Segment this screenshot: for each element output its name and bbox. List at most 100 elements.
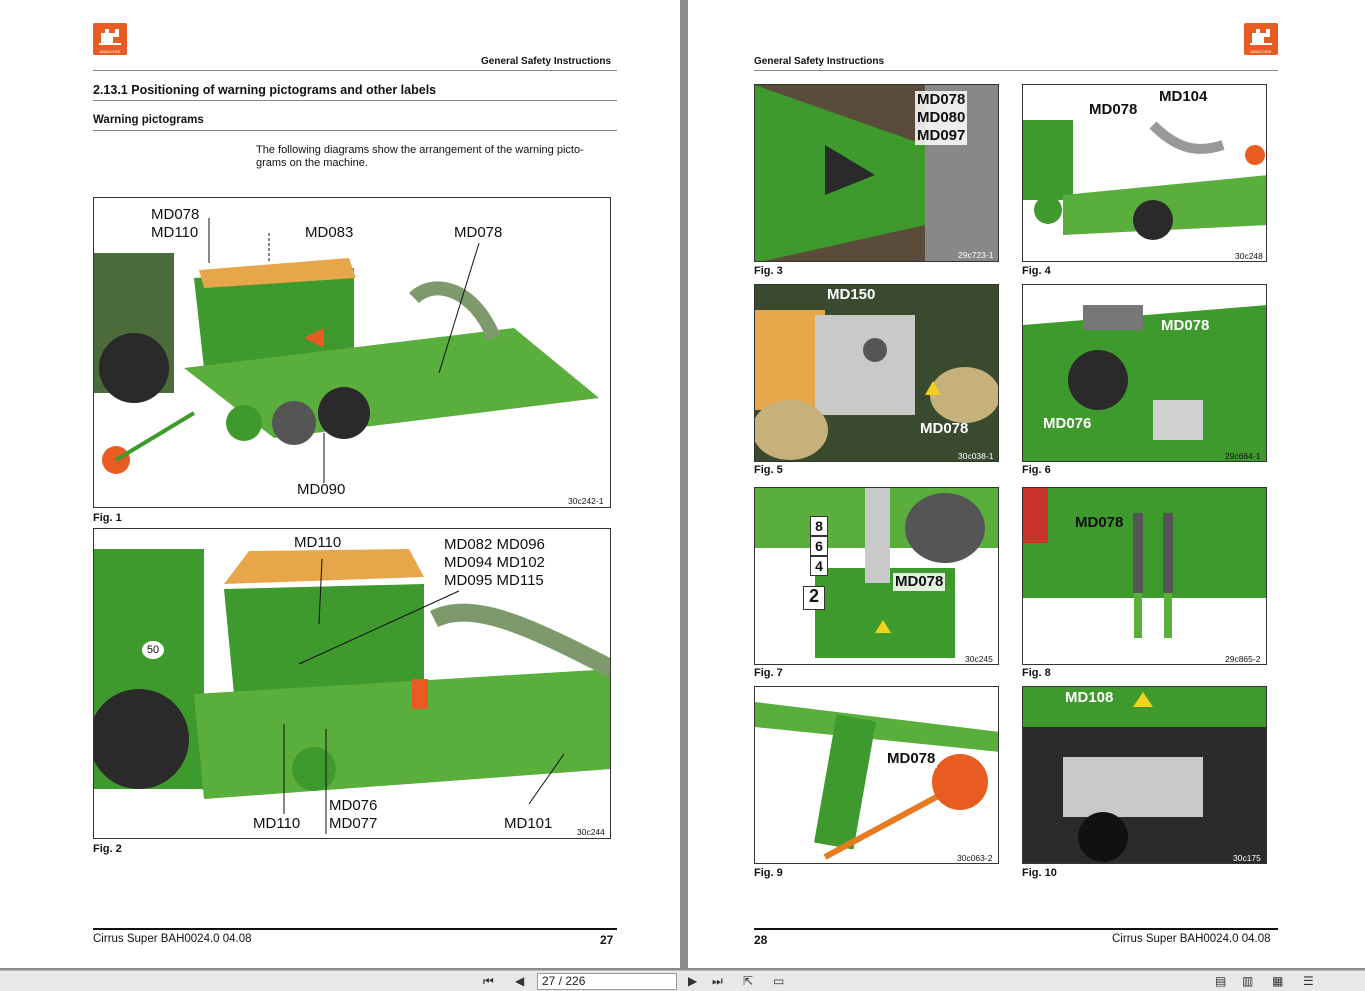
intro-paragraph: The following diagrams show the arrangem… [256, 144, 584, 169]
figure-6-caption: Fig. 6 [1022, 464, 1051, 476]
figure-1-caption: Fig. 1 [93, 512, 122, 524]
figure-9-code: 30c063-2 [957, 853, 993, 863]
badge-50: 50 [142, 641, 164, 659]
callout-md097: MD097 [915, 127, 968, 145]
figure-2-image: 50 MD110 MD082 MD096 MD094 MD102 MD095 M… [93, 528, 611, 839]
figure-8-caption: Fig. 8 [1022, 667, 1051, 679]
callout-md078: MD078 [920, 420, 969, 437]
callout-md078-b: MD078 [454, 224, 503, 241]
footer-rule-right [754, 928, 1278, 930]
callout-md095-md115: MD095 MD115 [444, 572, 544, 589]
page-number-right: 28 [754, 933, 768, 947]
figure-10-code: 30c175 [1233, 853, 1261, 863]
photo-coulter-unit [1023, 120, 1266, 240]
figure-7-code: 30c245 [965, 654, 993, 664]
figure-8-code: 29c865-2 [1225, 654, 1261, 664]
scale-2: 2 [803, 586, 825, 610]
photo-spring-tines [1023, 488, 1266, 638]
figure-5-image: MD150 MD078 30c038-1 [754, 284, 999, 462]
callout-md150: MD150 [827, 286, 876, 303]
figure-2-caption: Fig. 2 [93, 843, 122, 855]
scale-8: 8 [810, 516, 828, 536]
continuous-view-icon[interactable]: ▥ [1242, 974, 1254, 988]
page-27: AMAZONE General Safety Instructions 2.13… [0, 0, 680, 968]
figure-6-image: MD078 MD076 29c664-1 [1022, 284, 1267, 462]
next-page-icon[interactable]: ▶ [688, 974, 698, 988]
figure-3-caption: Fig. 3 [754, 265, 783, 277]
callout-md078: MD078 [1161, 317, 1210, 334]
photo-hydraulic-block [1023, 687, 1266, 863]
section-title: 2.13.1 Positioning of warning pictograms… [93, 83, 437, 97]
photo-support-leg [755, 702, 998, 860]
figure-9-caption: Fig. 9 [754, 867, 783, 879]
figure-1-code: 30c242-1 [568, 496, 604, 506]
callout-md078: MD078 [1089, 101, 1138, 118]
callout-md110-bottom: MD110 [253, 815, 301, 832]
figure-1-image: MD078 MD110 MD083 MD078 MD090 30c242-1 [93, 197, 611, 508]
footer-doc-id-right: Cirrus Super BAH0024.0 04.08 [1112, 933, 1271, 945]
callout-md077: MD077 [329, 815, 378, 832]
header-rule-right [754, 70, 1278, 71]
subsection-title: Warning pictograms [93, 114, 204, 126]
callout-md078: MD078 [893, 573, 946, 591]
callout-md110-top: MD110 [294, 534, 342, 551]
figure-5-caption: Fig. 5 [754, 464, 783, 476]
two-page-view-icon[interactable]: ▦ [1272, 974, 1284, 988]
section-rule [93, 100, 617, 101]
amazone-logo-right: AMAZONE [1244, 23, 1278, 55]
photo-depth-adjuster [755, 488, 998, 658]
logo-text: AMAZONE [99, 49, 121, 54]
callout-md108: MD108 [1065, 689, 1114, 706]
page-28: AMAZONE General Safety Instructions MD07… [688, 0, 1365, 968]
viewer-toolbar: ⏮ ◀ 27 / 226 ▶ ⏭ ⇱ ▭ ▤ ▥ ▦ ☰ [0, 970, 1365, 991]
figure-3-code: 29c723-1 [958, 250, 994, 260]
last-page-icon[interactable]: ⏭ [712, 974, 723, 988]
callout-md104: MD104 [1159, 88, 1208, 105]
callout-md078-a: MD078 [151, 206, 200, 223]
figure-10-caption: Fig. 10 [1022, 867, 1057, 879]
callout-md076: MD076 [1043, 415, 1092, 432]
first-page-icon[interactable]: ⏮ [483, 974, 494, 988]
page-indicator-input[interactable]: 27 / 226 [537, 973, 677, 990]
logo-mark-icon [99, 29, 121, 45]
callout-md110: MD110 [151, 224, 199, 241]
seed-drill-illustration [94, 218, 599, 483]
footer-doc-id: Cirrus Super BAH0024.0 04.08 [93, 933, 252, 945]
figure-8-image: MD078 29c865-2 [1022, 487, 1267, 665]
header-title-left: General Safety Instructions [481, 56, 612, 67]
callout-md094-md102: MD094 MD102 [444, 554, 545, 571]
two-page-continuous-icon[interactable]: ☰ [1303, 974, 1314, 988]
callout-md078: MD078 [915, 91, 968, 109]
figure-9-image: MD078 30c063-2 [754, 686, 999, 864]
logo-text: AMAZONE [1250, 49, 1272, 54]
fit-page-icon[interactable]: ⇱ [743, 974, 754, 988]
callout-md078: MD078 [1075, 514, 1124, 531]
figure-2-code: 30c244 [577, 827, 605, 837]
figure-10-image: MD108 30c175 [1022, 686, 1267, 864]
scale-4: 4 [810, 556, 828, 576]
callout-md083: MD083 [305, 224, 354, 241]
header-rule [93, 70, 617, 71]
seed-drill-side-illustration [94, 549, 610, 834]
figure-5-code: 30c038-1 [958, 451, 994, 461]
callout-md078: MD078 [885, 750, 938, 768]
scale-6: 6 [810, 536, 828, 556]
callout-md082-md096: MD082 MD096 [444, 536, 545, 553]
subsection-rule [93, 130, 617, 131]
thumbnail-icon[interactable]: ▭ [773, 974, 785, 988]
footer-rule [93, 928, 617, 930]
figure-3-image: MD078 MD080 MD097 29c723-1 [754, 84, 999, 262]
prev-page-icon[interactable]: ◀ [515, 974, 525, 988]
callout-md101: MD101 [504, 815, 553, 832]
photo-drive-gearbox [755, 285, 998, 461]
callout-md080: MD080 [915, 109, 968, 127]
single-page-view-icon[interactable]: ▤ [1215, 974, 1227, 988]
figure-4-image: MD078 MD104 30c248 [1022, 84, 1267, 262]
header-title-right: General Safety Instructions [754, 56, 885, 67]
amazone-logo: AMAZONE [93, 23, 127, 55]
page-number: 27 [600, 933, 614, 947]
callout-md090: MD090 [297, 481, 346, 498]
photo-metering-unit [1023, 305, 1266, 461]
figure-4-code: 30c248 [1235, 251, 1263, 261]
